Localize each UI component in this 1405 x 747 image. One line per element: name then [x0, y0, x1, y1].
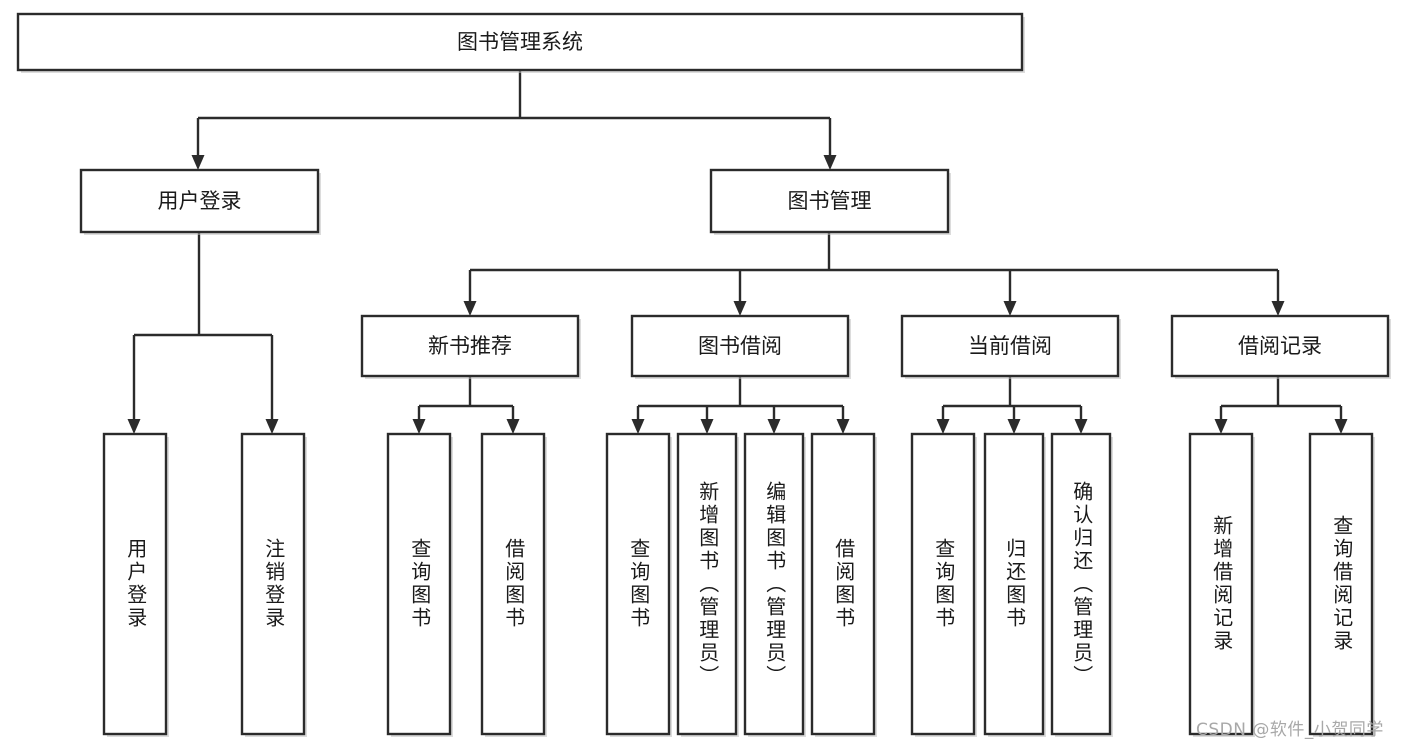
node-borrow-record[interactable] — [1170, 314, 1390, 378]
node-label: 当前借阅 — [968, 334, 1052, 358]
node-leaf-user-logout[interactable] — [240, 432, 306, 736]
node-leaf-add-book-admin[interactable] — [676, 432, 738, 736]
node-leaf-return-book[interactable] — [983, 432, 1045, 736]
arrow-head-icon — [1003, 301, 1017, 316]
node-user-login[interactable] — [79, 168, 320, 234]
node-leaf-edit-book-admin[interactable] — [743, 432, 805, 736]
arrow-head-icon — [823, 155, 837, 170]
arrow-head-icon — [463, 301, 477, 316]
csdn-watermark: CSDN @软件_小贺同学 — [1196, 720, 1384, 740]
node-leaf-query-borrow-record[interactable] — [1308, 432, 1374, 736]
node-new-book-recommend[interactable] — [360, 314, 580, 378]
arrow-head-icon — [127, 419, 141, 434]
arrow-head-icon — [1334, 419, 1348, 434]
node-leaf-borrow-book-1[interactable] — [480, 432, 546, 736]
node-label: 图书借阅 — [698, 334, 782, 358]
node-current-borrow[interactable] — [900, 314, 1120, 378]
arrow-head-icon — [936, 419, 950, 434]
node-leaf-query-book-3[interactable] — [910, 432, 976, 736]
node-leaf-query-book-2[interactable] — [605, 432, 671, 736]
arrow-head-icon — [836, 419, 850, 434]
arrow-head-icon — [1214, 419, 1228, 434]
arrow-head-icon — [700, 419, 714, 434]
node-leaf-borrow-book-2[interactable] — [810, 432, 876, 736]
arrow-head-icon — [631, 419, 645, 434]
arrow-head-icon — [767, 419, 781, 434]
node-label: 借阅记录 — [1238, 334, 1322, 358]
node-root-system[interactable] — [16, 12, 1024, 72]
node-label: 图书管理系统 — [457, 30, 583, 54]
node-leaf-add-borrow-record[interactable] — [1188, 432, 1254, 736]
arrow-head-icon — [506, 419, 520, 434]
node-leaf-confirm-return-admin[interactable] — [1050, 432, 1112, 736]
node-label: 新书推荐 — [428, 334, 512, 358]
node-book-borrow[interactable] — [630, 314, 850, 378]
arrow-head-icon — [1074, 419, 1088, 434]
arrow-head-icon — [265, 419, 279, 434]
arrow-head-icon — [1007, 419, 1021, 434]
node-book-management[interactable] — [709, 168, 950, 234]
arrow-head-icon — [412, 419, 426, 434]
node-label: 用户登录 — [158, 189, 242, 213]
arrow-head-icon — [191, 155, 205, 170]
arrow-head-icon — [733, 301, 747, 316]
node-leaf-query-book-1[interactable] — [386, 432, 452, 736]
arrow-head-icon — [1271, 301, 1285, 316]
connector-layer — [127, 70, 1348, 434]
node-leaf-user-login[interactable] — [102, 432, 168, 736]
node-label: 图书管理 — [788, 189, 872, 213]
